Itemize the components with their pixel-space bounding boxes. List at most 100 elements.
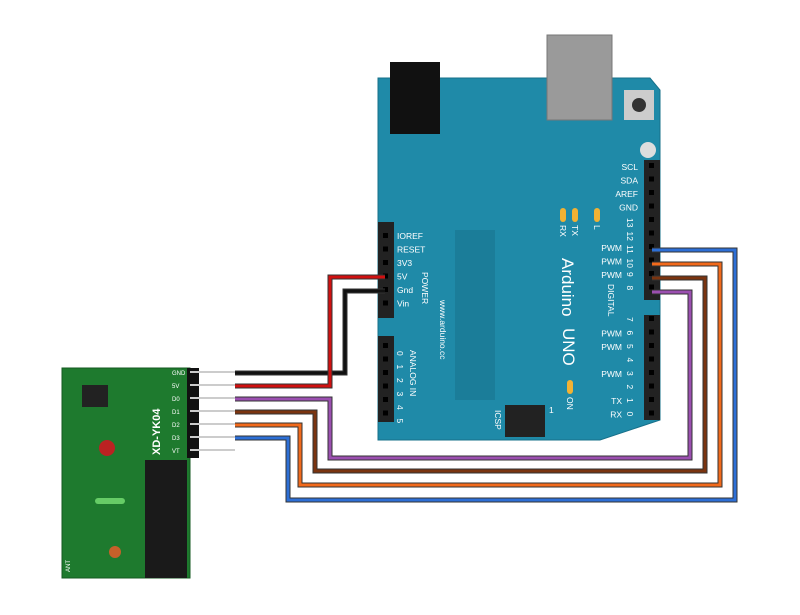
power-pin-label-3v3: 3V3 — [397, 258, 412, 268]
header-pin — [383, 287, 388, 292]
arduino-url: www.arduino.cc — [438, 299, 448, 360]
power-pin-label-reset: RESET — [397, 245, 425, 255]
pwm-label: PWM — [601, 342, 622, 352]
antenna-label: ANT — [66, 560, 72, 572]
wire-5v[interactable] — [235, 275, 385, 388]
analog-pin-label: 2 — [395, 378, 405, 383]
digital-pin-number: 0 — [625, 412, 635, 417]
icsp-header — [505, 405, 545, 437]
analog-pin-label: 5 — [395, 419, 405, 424]
module-pin-label: D1 — [172, 410, 180, 416]
digital-pin-number: 11 — [625, 245, 635, 254]
module-pin-label: D3 — [172, 436, 180, 442]
power-label: POWER — [420, 272, 430, 304]
wire-d1[interactable] — [235, 276, 707, 473]
module-pin — [190, 410, 235, 412]
header-pin — [649, 271, 654, 276]
led-label-l: L — [592, 225, 602, 230]
pwm-label: PWM — [601, 329, 622, 339]
digital-header-lower — [644, 315, 660, 420]
pwm-label: PWM — [601, 243, 622, 253]
digital-pin-number: 12 — [625, 232, 635, 242]
header-pin — [649, 203, 654, 209]
module-pin-label: 5V — [172, 384, 179, 390]
rf-receiver-module: XD-YK04 — [61, 367, 199, 579]
wire-outline — [235, 288, 385, 376]
digital-pin-number: 13 — [625, 218, 635, 228]
header-pin — [649, 176, 654, 182]
digital-pin-number: 3 — [625, 371, 635, 376]
analog-pin-label: 3 — [395, 392, 405, 397]
header-pin — [383, 260, 388, 265]
arduino-brand: Arduino — [558, 258, 577, 317]
module-pin-label: GND — [172, 371, 186, 377]
decoder-chip — [145, 460, 187, 578]
wire-d3[interactable] — [235, 248, 737, 502]
header-pin — [383, 246, 388, 252]
arduino-model: UNO — [559, 328, 578, 366]
digital-pin-number: 1 — [625, 398, 635, 403]
header-pin — [649, 244, 654, 249]
led-label-rx: RX — [558, 225, 568, 237]
header-pin — [383, 370, 388, 375]
header-pin — [649, 230, 654, 236]
digital-pin-number: 10 — [625, 259, 635, 269]
digital-pin-number: 4 — [625, 358, 635, 363]
wire-d0[interactable] — [235, 290, 692, 460]
module-pin — [190, 371, 235, 373]
top-pin-label: SDA — [621, 176, 639, 186]
pwm-label: PWM — [601, 270, 622, 280]
digital-pin-number: 6 — [625, 331, 635, 336]
module-pin — [190, 384, 235, 386]
header-pin — [649, 356, 654, 362]
digital-pin-number: 2 — [625, 385, 635, 390]
module-pin — [190, 423, 235, 425]
header-pin — [649, 343, 654, 348]
header-pin — [383, 233, 388, 238]
power-pin-label-5v: 5V — [397, 272, 408, 282]
digital-label: DIGITAL — [606, 284, 616, 317]
header-pin — [383, 410, 388, 416]
pwm-label: PWM — [601, 257, 622, 267]
analog-header — [378, 336, 394, 422]
header-pin — [383, 356, 388, 362]
wire-d2[interactable] — [235, 262, 722, 487]
header-pin — [649, 190, 654, 195]
power-pin-label-ioref: IOREF — [397, 231, 423, 241]
module-pin — [190, 397, 235, 399]
pwm-label: PWM — [601, 369, 622, 379]
analog-pin-label: 1 — [395, 365, 405, 370]
header-pin — [649, 257, 654, 263]
header-pin — [649, 397, 654, 402]
header-pin — [383, 397, 388, 402]
power-pin-label-vin: Vin — [397, 299, 409, 309]
header-pin — [649, 410, 654, 416]
analog-pin-label: 0 — [395, 351, 405, 356]
pwm-label: TX — [611, 396, 622, 406]
led-label-on: ON — [565, 397, 575, 410]
header-pin — [383, 300, 388, 306]
top-pin-label: SCL — [621, 162, 638, 172]
header-pin — [649, 163, 654, 168]
module-pin — [190, 436, 235, 438]
digital-pin-number: 5 — [625, 344, 635, 349]
digital-pin-number: 9 — [625, 272, 635, 277]
led-label-tx: TX — [570, 225, 580, 236]
icsp-label: ICSP — [493, 410, 503, 430]
digital-pin-number: 8 — [625, 286, 635, 291]
top-pin-label: AREF — [615, 189, 638, 199]
header-pin — [649, 316, 654, 321]
power-pin-label-gnd: Gnd — [397, 285, 413, 295]
arduino-uno-board — [377, 34, 661, 441]
digital-pin-number: 7 — [625, 317, 635, 322]
header-pin — [383, 343, 388, 348]
analog-pin-label: 4 — [395, 405, 405, 410]
module-pin-label: D2 — [172, 423, 180, 429]
header-pin — [649, 370, 654, 375]
header-pin — [383, 383, 388, 389]
wire-gnd[interactable] — [235, 289, 385, 375]
header-pin — [649, 383, 654, 389]
header-pin — [383, 273, 388, 279]
